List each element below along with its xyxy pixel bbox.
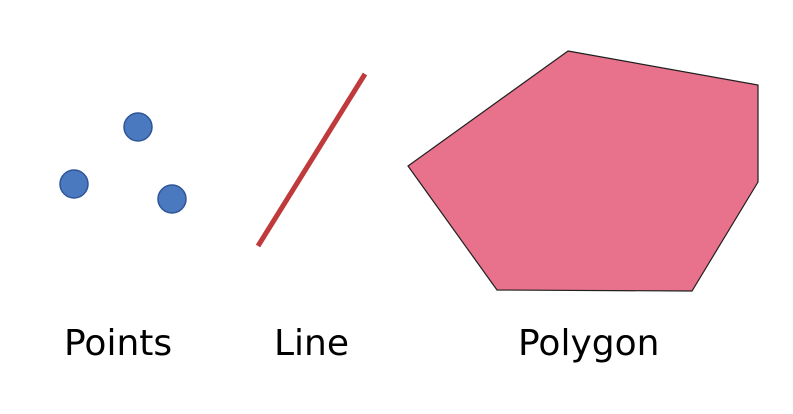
points-label: Points [64, 323, 173, 364]
point-left [59, 169, 89, 199]
polygon-shape [407, 50, 759, 292]
line-label: Line [274, 323, 350, 364]
point-top [123, 112, 153, 142]
points-group [59, 112, 187, 214]
line-segment [255, 72, 368, 248]
polygon-label: Polygon [518, 323, 660, 364]
point-right [157, 184, 187, 214]
